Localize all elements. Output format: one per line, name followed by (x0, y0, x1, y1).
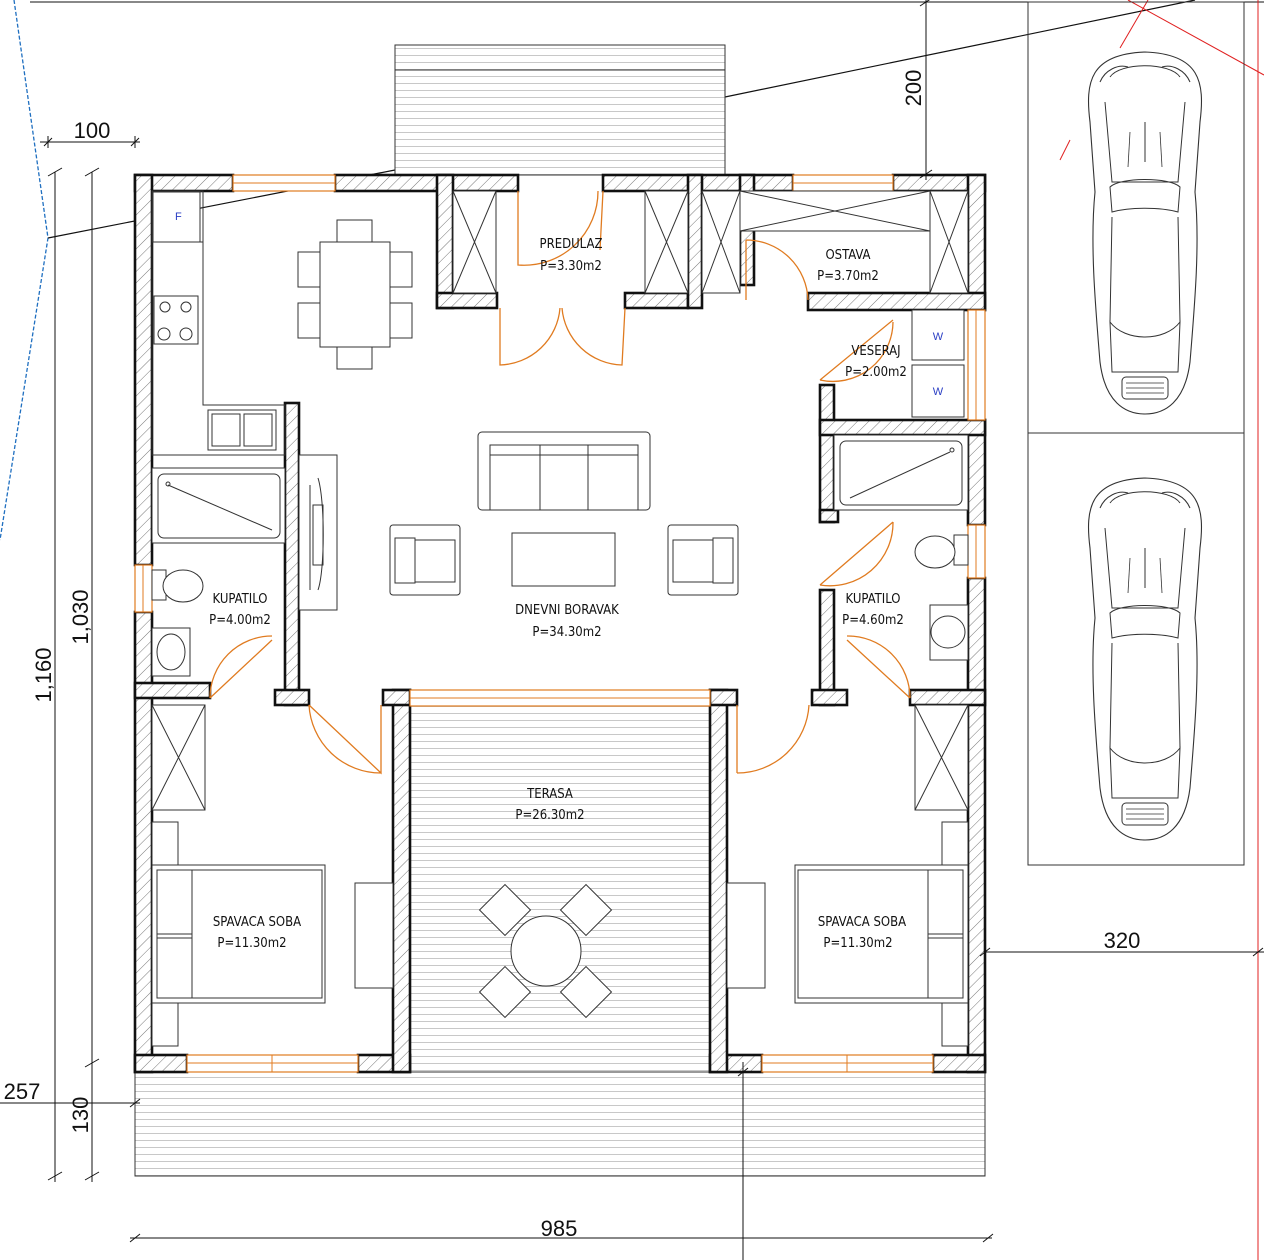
closet-entry-left (452, 190, 497, 294)
room-dnevni-boravak: DNEVNI BORAVAK (515, 603, 619, 618)
dim-width-total: 985 (541, 1216, 578, 1241)
bed-left (151, 821, 394, 1047)
bed-right (726, 821, 969, 1047)
bathtub-right (833, 434, 969, 511)
terrace-table (478, 883, 613, 1019)
dim-terrace-depth: 130 (68, 1097, 93, 1134)
room-ostava: OSTAVA (825, 248, 870, 263)
coffee-table (511, 532, 616, 587)
washer-label-1: W (933, 331, 944, 343)
room-predulaz-area: P=3.30m2 (540, 259, 602, 274)
bathtub-left (151, 467, 286, 544)
pantry-shelves (739, 190, 969, 294)
room-dnevni-boravak-area: P=34.30m2 (532, 625, 601, 640)
room-veseraj-area: P=2.00m2 (845, 365, 907, 380)
toilet-right (914, 534, 969, 569)
room-spavaca-left: SPAVACA SOBA (213, 915, 301, 930)
room-kupatilo-left-area: P=4.00m2 (209, 613, 271, 628)
sink-right (929, 604, 969, 661)
room-kupatilo-right: KUPATILO (846, 592, 901, 607)
armchair-left (389, 524, 461, 596)
room-spavaca-right-area: P=11.30m2 (823, 936, 892, 951)
fridge-label: F (175, 211, 182, 223)
dim-height-total: 1,160 (31, 647, 56, 702)
dim-top-offset: 100 (74, 118, 111, 143)
parking-area (1027, 1, 1245, 866)
washer-label-2: W (933, 386, 944, 398)
room-kupatilo-right-area: P=4.60m2 (842, 613, 904, 628)
front-deck (134, 1071, 986, 1177)
dim-setback-top: 200 (901, 70, 926, 107)
room-kupatilo-left: KUPATILO (213, 592, 268, 607)
wardrobe-right (914, 704, 969, 811)
room-predulaz: PREDULAZ (540, 237, 603, 252)
dining-table (297, 219, 413, 370)
washing-machines: W W (911, 309, 965, 418)
room-terasa-area: P=26.30m2 (515, 808, 584, 823)
sink-left (151, 627, 191, 677)
room-terasa: TERASA (526, 787, 573, 802)
closet-entry-right (644, 190, 741, 294)
room-ostava-area: P=3.70m2 (817, 269, 879, 284)
plot-boundary-line (0, 0, 49, 541)
room-veseraj: VESERAJ (851, 344, 900, 359)
fireplace (298, 454, 338, 611)
dim-height-house: 1,030 (68, 589, 93, 644)
dim-left-offset: 257 (4, 1079, 41, 1104)
dim-parking-gap: 320 (1104, 928, 1141, 953)
room-spavaca-left-area: P=11.30m2 (217, 936, 286, 951)
toilet-left (151, 569, 204, 603)
sofa (477, 431, 651, 511)
room-spavaca-right: SPAVACA SOBA (818, 915, 906, 930)
armchair-right (667, 524, 739, 596)
entrance-porch (394, 44, 726, 176)
wardrobe-left (151, 704, 206, 811)
kitchen-counter: F (151, 190, 286, 456)
terrace-deck (410, 700, 710, 1072)
